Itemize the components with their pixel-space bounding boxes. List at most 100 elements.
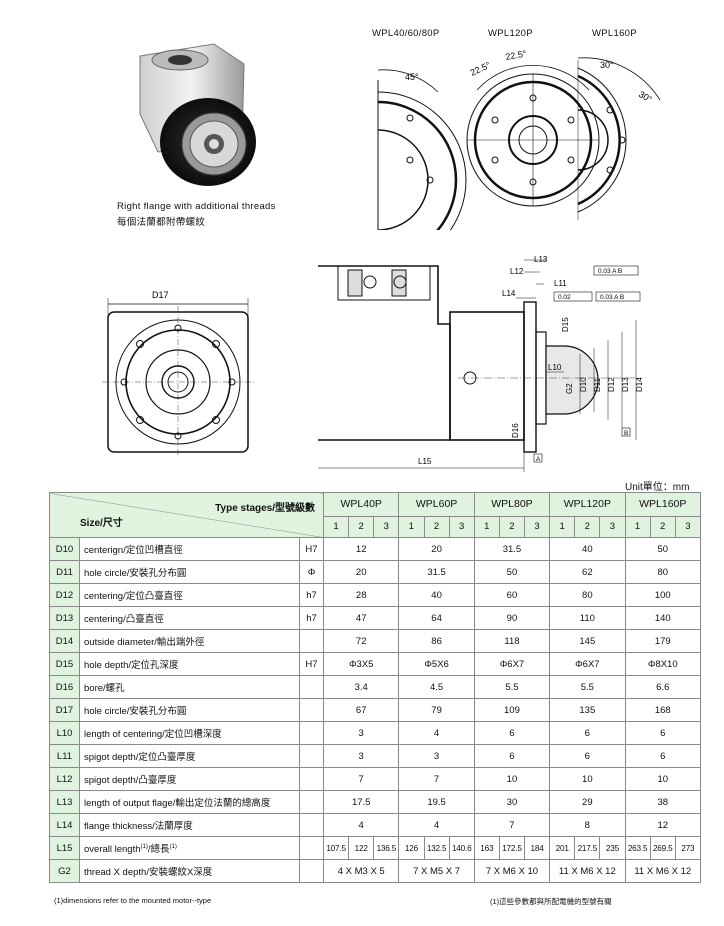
flange-half-views: 45° 22.5° 22.5° 30° 30° [377,48,661,230]
front-view-drawing: D17 [102,290,254,456]
row-value-cell: 20 [398,537,475,561]
l15-footnote-mark-zh: (1) [169,843,177,850]
l15-desc-text: overall length [84,844,141,855]
row-description-cell: outside diameter/輸出端外徑 [79,629,300,653]
row-value-cell: Φ8X10 [624,652,702,676]
row-code-cell: D14 [49,629,80,653]
row-value-cell: 7 X M6 X 10 [473,859,551,883]
stage-header-cell: 2 [348,515,375,539]
row-value-cell: 10 [473,767,551,791]
row-value-cell: 12 [323,537,400,561]
model-header-wpl40p: WPL40P [323,492,400,517]
row-value-cell: 122 [348,836,375,860]
row-value-cell: 107.5 [323,836,350,860]
row-tolerance-cell [298,767,325,791]
row-value-cell: 30 [473,790,551,814]
row-tolerance-cell [298,859,325,883]
row-value-cell: 109 [473,698,551,722]
row-value-cell: 50 [473,560,551,584]
photo-caption-en: Right flange with additional threads [117,201,276,212]
row-value-cell: 7 X M5 X 7 [398,859,475,883]
stage-header-cell: 3 [448,515,475,539]
row-code-cell: D13 [49,606,80,630]
row-tolerance-cell: H7 [298,652,325,676]
row-value-cell: 7 [323,767,400,791]
tolerance-frame-3: 0.03 A B [600,294,624,301]
row-value-cell: 172.5 [498,836,526,860]
row-tolerance-cell: h7 [298,606,325,630]
row-value-cell: 31.5 [398,560,475,584]
row-value-cell: Φ6X7 [473,652,551,676]
header-corner-cell: Type stages/型號級數 Size/尺寸 [48,492,325,538]
stage-header-cell: 1 [624,515,651,539]
row-value-cell: 6.6 [624,675,702,699]
tolerance-frame-2: 0.02 [558,294,571,301]
row-description-cell: length of output flage/輸出定位法蘭的總高度 [79,790,300,814]
row-value-cell: 67 [323,698,400,722]
angle-30-b-label: 30° [637,89,654,105]
row-value-cell: 50 [624,537,702,561]
model-header-wpl60p: WPL60P [398,492,475,517]
stage-header-cell: 3 [524,515,551,539]
row-value-cell: 168 [624,698,702,722]
row-value-cell: 5.5 [549,675,626,699]
spec-table: Type stages/型號級數 Size/尺寸 WPL40P WPL60P W… [48,492,702,883]
row-code-cell: D12 [49,583,80,607]
row-value-cell: 263.5 [624,836,651,860]
angle-45-label: 45° [405,72,419,82]
row-value-cell: 140.6 [448,836,475,860]
datum-b-mark: A [536,456,541,463]
row-tolerance-cell [298,744,325,768]
row-value-cell: 4 [398,721,475,745]
row-description-cell: thread X depth/安裝螺紋X深度 [79,859,300,883]
row-code-cell: L14 [49,813,80,837]
row-description-cell: hole circle/安裝孔分布圓 [79,560,300,584]
row-description-cell: flange thickness/法蘭厚度 [79,813,300,837]
l15-footnote-mark: (1) [140,843,148,850]
row-value-cell: 201 [549,836,576,860]
stage-header-cell: 2 [498,515,526,539]
row-code-cell: D17 [49,698,80,722]
row-code-cell: L15 [49,836,80,860]
row-value-cell: 10 [549,767,626,791]
row-value-cell: 136.5 [373,836,400,860]
model-header-wpl80p: WPL80P [473,492,551,517]
stage-header-cell: 2 [574,515,601,539]
stage-header-cell: 3 [599,515,626,539]
row-value-cell: 179 [624,629,702,653]
row-value-cell: 3 [398,744,475,768]
row-description-cell: length of centering/定位凹槽深度 [79,721,300,745]
row-code-cell: L11 [49,744,80,768]
unit-label: Unit單位：mm [625,482,690,493]
row-value-cell: 145 [549,629,626,653]
row-value-cell: 86 [398,629,475,653]
row-description-cell: centering/定位凸臺直徑 [79,583,300,607]
row-value-cell: 80 [624,560,702,584]
row-value-cell: 28 [323,583,400,607]
row-value-cell: 17.5 [323,790,400,814]
row-value-cell: 6 [549,721,626,745]
dim-d10-label: D10 [579,377,588,392]
dim-l11-label: L11 [554,279,567,288]
row-value-cell: 11 X M6 X 12 [549,859,626,883]
row-tolerance-cell [298,790,325,814]
row-value-cell: 4 X M3 X 5 [323,859,400,883]
row-value-cell: 3.4 [323,675,400,699]
row-value-cell: 40 [398,583,475,607]
footnote-zh: (1)這些參數都與所配電機的型號有關 [490,897,612,906]
row-value-cell: 72 [323,629,400,653]
stage-header-cell: 2 [649,515,676,539]
row-value-cell: 3 [323,721,400,745]
row-value-cell: 19.5 [398,790,475,814]
